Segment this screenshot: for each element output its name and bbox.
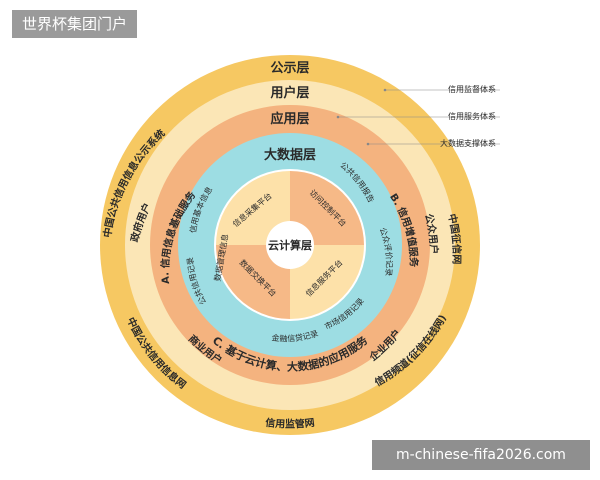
legend-item-2: 信用服务体系	[448, 111, 496, 121]
brand-banner: 世界杯集团门户	[12, 10, 138, 38]
core-quadrant-bottom-right	[290, 245, 364, 319]
core-center	[266, 221, 314, 269]
legend-dot-3	[366, 142, 370, 146]
cloud-core-label: 云计算层	[268, 238, 312, 252]
site-url-footer: m-chinese-fifa2026.com	[372, 440, 590, 470]
core-quadrant-top-left	[216, 171, 290, 245]
application-layer-label: 应用层	[270, 111, 309, 127]
legend-dot-2	[336, 115, 340, 119]
core-quadrant-bottom-left	[216, 245, 290, 319]
public-layer-label: 公示层	[270, 61, 309, 76]
core-quadrant-top-right	[290, 171, 364, 245]
legend-dot-1	[383, 88, 387, 92]
legend-item-1: 信用监督体系	[448, 84, 496, 94]
legend-item-3: 大数据支撑体系	[440, 138, 496, 148]
user-layer-label: 用户层	[269, 85, 309, 101]
bigdata-layer-label: 大数据层	[264, 147, 316, 163]
outer-label-bottom: 信用监管网	[265, 416, 316, 431]
